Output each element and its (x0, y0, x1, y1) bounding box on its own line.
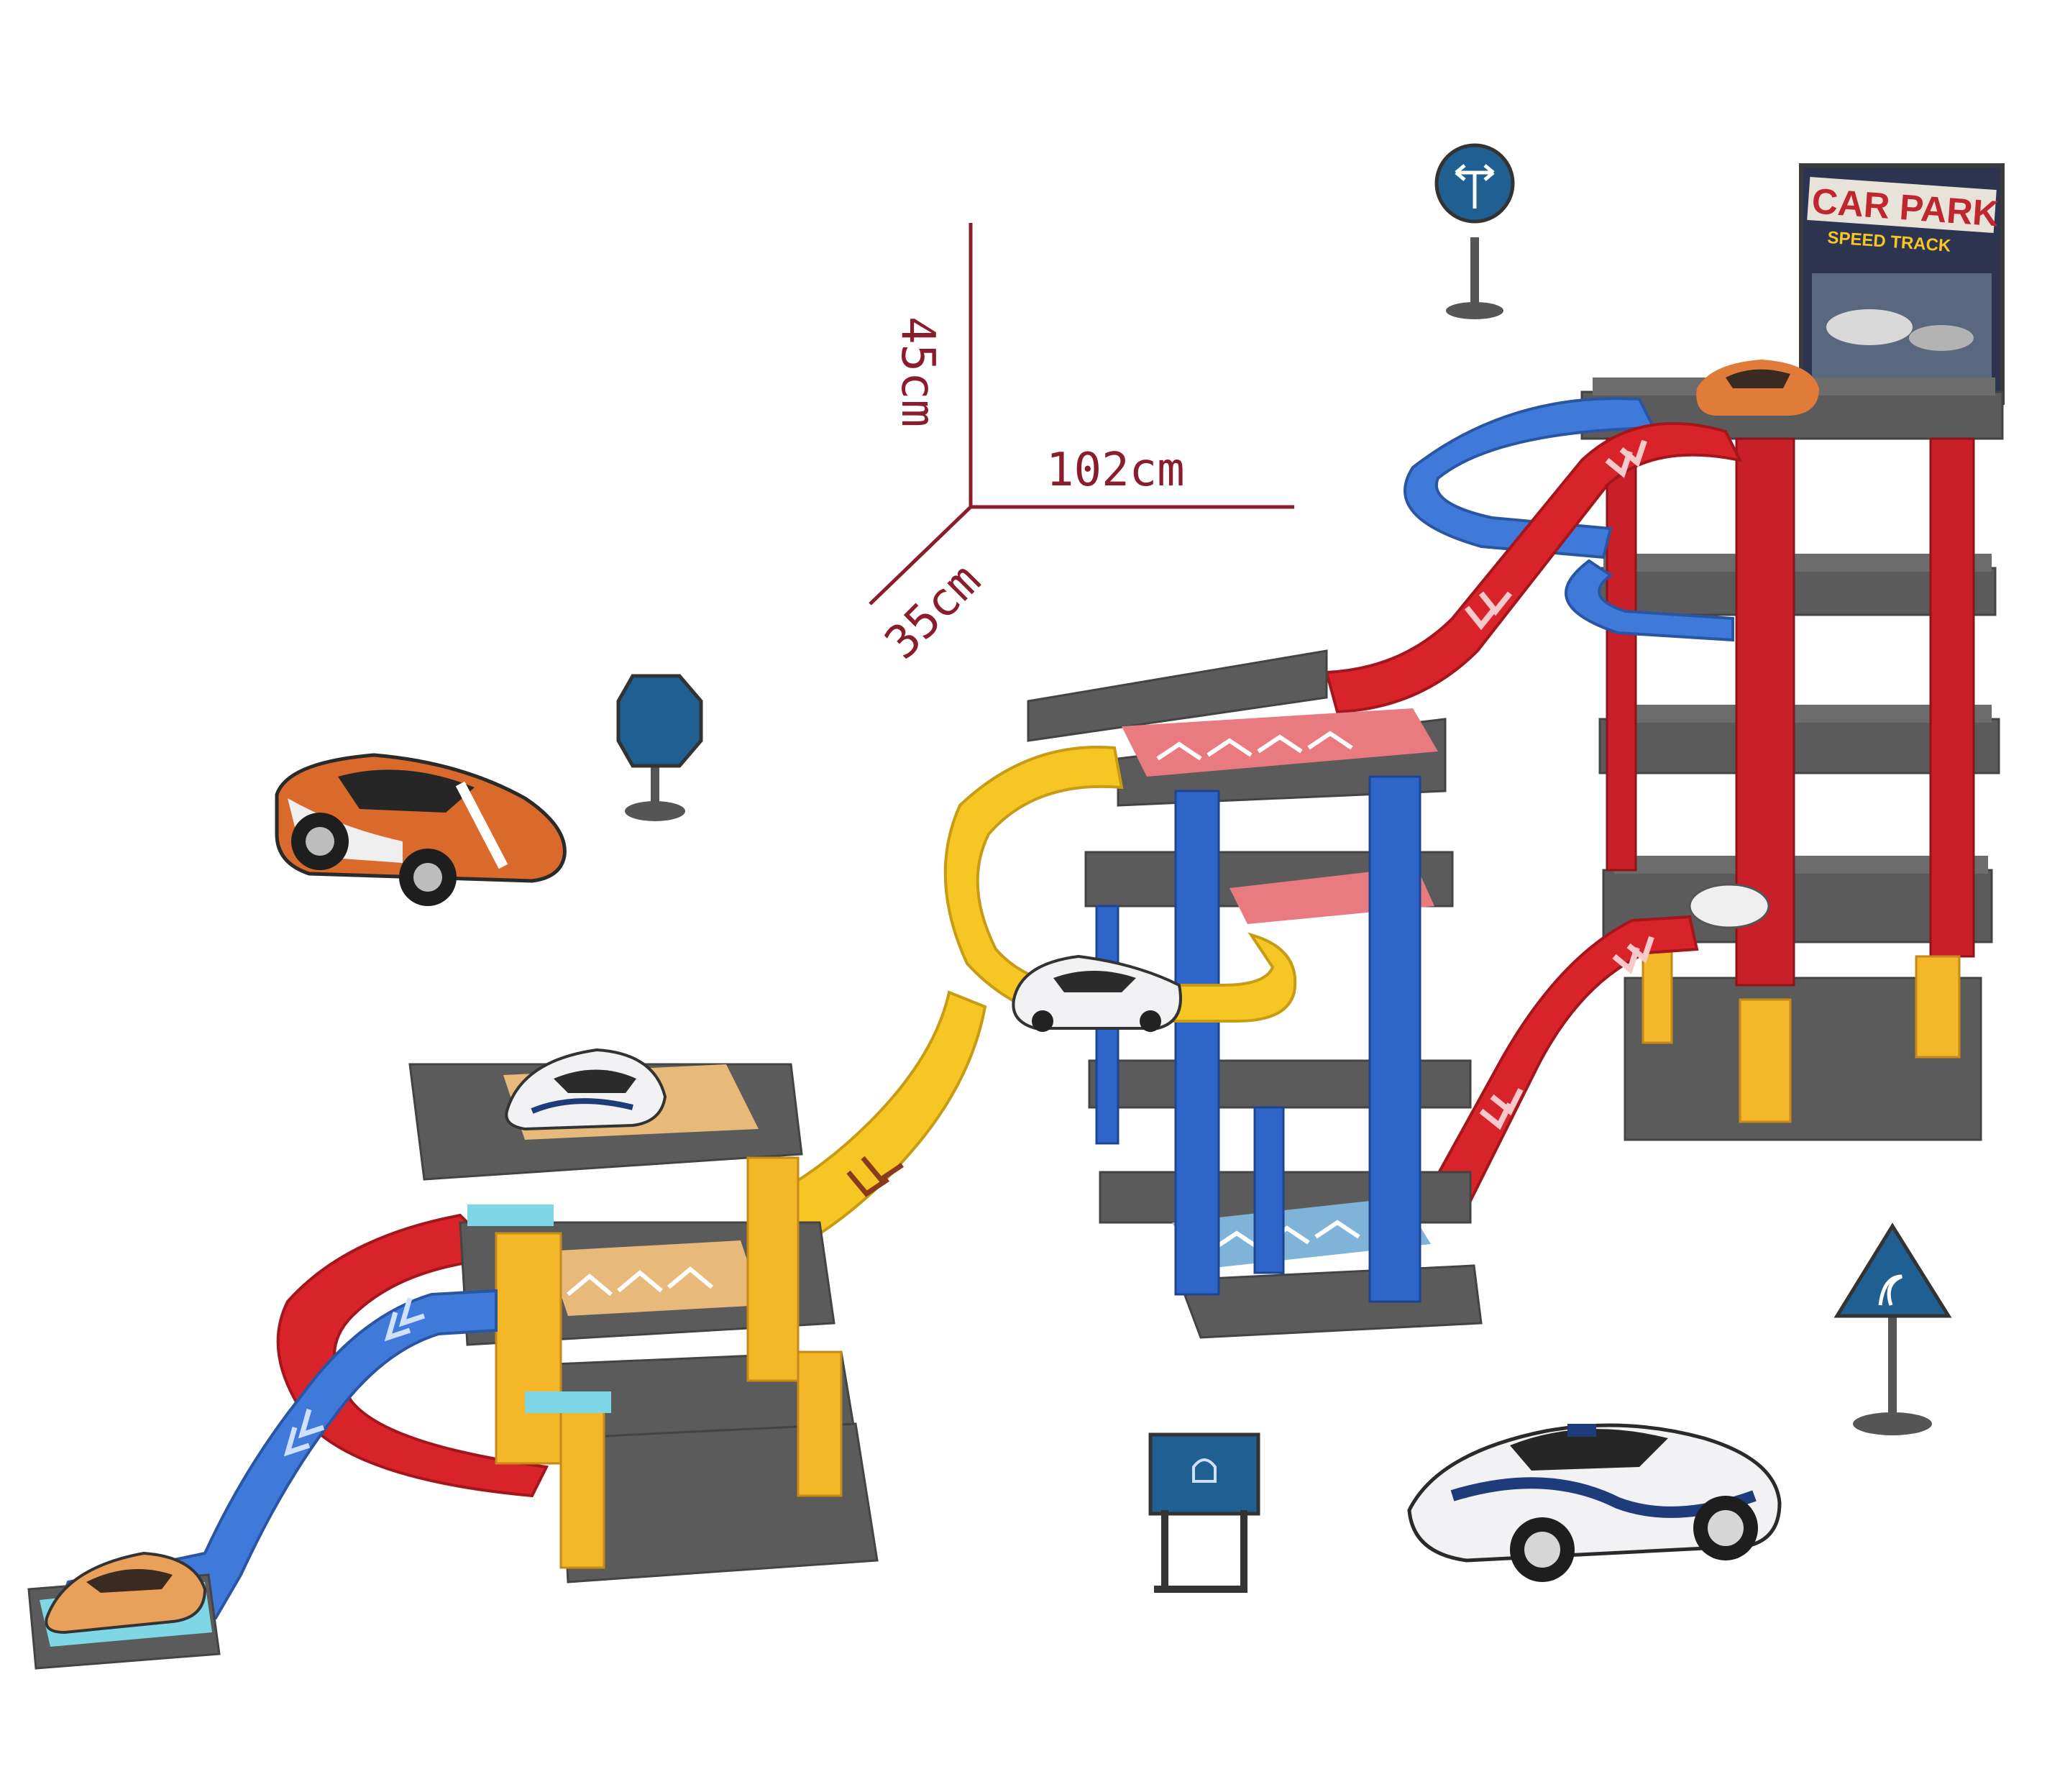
depth-label: 35cm (875, 554, 991, 669)
blue-pillar-2 (1368, 775, 1421, 1303)
triangle-curve-sign (1833, 1222, 1952, 1435)
red-ramp-upper (1324, 421, 1743, 714)
yellow-pillar-2 (746, 1156, 800, 1382)
yellow-base-3 (1915, 955, 1961, 1059)
t-junction-sign (1434, 143, 1515, 319)
white-car-yellow-ramp (1012, 954, 1182, 1032)
orange-car-top-right-tower (1696, 360, 1819, 416)
octagon-sign (616, 674, 703, 821)
blue-spiral-ramp-mid (1565, 559, 1734, 642)
chevron-markings-blue (283, 1297, 426, 1457)
width-label: 102cm (1046, 444, 1185, 497)
yellow-pillar-4 (797, 1350, 843, 1497)
dimension-annotation (869, 223, 1294, 605)
white-car-red-tower (1688, 883, 1770, 929)
yellow-tower (276, 1048, 879, 1583)
red-parking-pad-top (1122, 708, 1438, 777)
white-car-top-left-tower (505, 1048, 667, 1131)
yellow-pillar-3 (559, 1401, 605, 1569)
red-pillar-1 (1606, 437, 1637, 872)
red-spiral-ramp (276, 1213, 549, 1498)
orange-car (275, 753, 567, 906)
parking-board-sign (1148, 1432, 1260, 1593)
red-tower: CAR PARK SPEED TRACK (1580, 163, 2005, 1141)
blue-pillar-1 (1174, 790, 1220, 1296)
red-pillar-3 (1929, 437, 1975, 958)
blue-parking-pad (1172, 1197, 1431, 1269)
blue-pillar-4 (1253, 1106, 1285, 1274)
chevron-markings-red-lower (1479, 936, 1654, 1130)
depth-axis-line (869, 506, 972, 605)
red-ramp-lower (1424, 915, 1699, 1203)
car-icon (1192, 1458, 1217, 1483)
chevron-markings-yellow (846, 1156, 904, 1197)
t-junction-icon (1455, 164, 1495, 209)
red-pillar-2 (1735, 437, 1795, 987)
blue-tower (1027, 649, 1483, 1339)
beige-parking-pad-mid (546, 1240, 762, 1316)
blue-tower-deck-top (1027, 649, 1328, 742)
white-police-car (1407, 1423, 1782, 1582)
curve-arrow-icon (1878, 1274, 1903, 1306)
chevron-markings-red-upper (1464, 439, 1647, 631)
car-park-billboard: CAR PARK SPEED TRACK (1799, 163, 2005, 405)
yellow-base-1 (1642, 941, 1673, 1044)
orange-car-bottom-ramp (45, 1551, 207, 1635)
red-tower-deck-1 (1624, 977, 1982, 1141)
blue-spiral-ramp-top (1404, 397, 1657, 559)
yellow-pillar-1 (495, 1232, 562, 1465)
yellow-base-2 (1739, 998, 1792, 1123)
yellow-loop-ramp (943, 746, 1297, 1023)
blue-ramp-bottom (40, 1289, 498, 1649)
height-label: 45cm (891, 316, 944, 427)
blue-tower-deck-base (1177, 1264, 1483, 1339)
